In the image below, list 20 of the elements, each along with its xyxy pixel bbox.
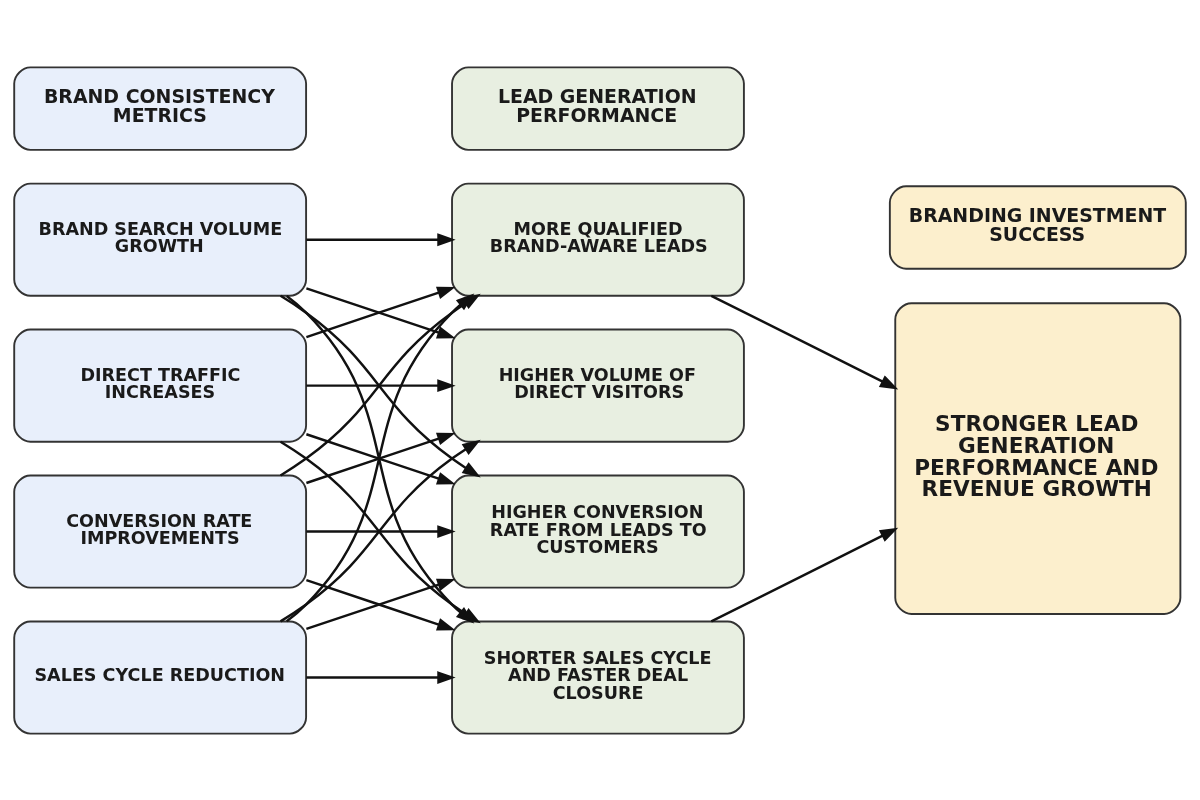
node-box: CONVERSION RATE IMPROVEMENTS	[13, 474, 308, 589]
arrow	[306, 670, 456, 684]
arrow	[710, 527, 899, 622]
node-box: STRONGER LEAD GENERATION PERFORMANCE AND REVENUE GROWTH	[894, 301, 1182, 615]
arrow	[306, 524, 456, 538]
node-box: SHORTER SALES CYCLE AND FASTER DEAL CLOSURE	[451, 620, 745, 735]
node-box: BRAND SEARCH VOLUME GROWTH	[13, 182, 308, 297]
arrow	[306, 432, 456, 484]
node-box: HIGHER VOLUME OF DIRECT VISITORS	[451, 328, 745, 443]
node-box: HIGHER CONVERSION RATE FROM LEADS TO CUSTOMERS	[451, 474, 745, 589]
node-box: BRAND CONSISTENCY METRICS	[13, 65, 308, 151]
node-box: BRANDING INVESTMENT SUCCESS	[888, 184, 1187, 270]
arrow	[306, 578, 456, 630]
node-box: DIRECT TRAFFIC INCREASES	[13, 328, 308, 443]
node-box: MORE QUALIFIED BRAND-AWARE LEADS	[451, 182, 745, 297]
arrow	[306, 378, 456, 392]
arrow	[710, 294, 899, 389]
node-box: LEAD GENERATION PERFORMANCE	[451, 65, 745, 151]
node-box: SALES CYCLE REDUCTION	[13, 620, 308, 735]
arrow	[306, 232, 456, 246]
